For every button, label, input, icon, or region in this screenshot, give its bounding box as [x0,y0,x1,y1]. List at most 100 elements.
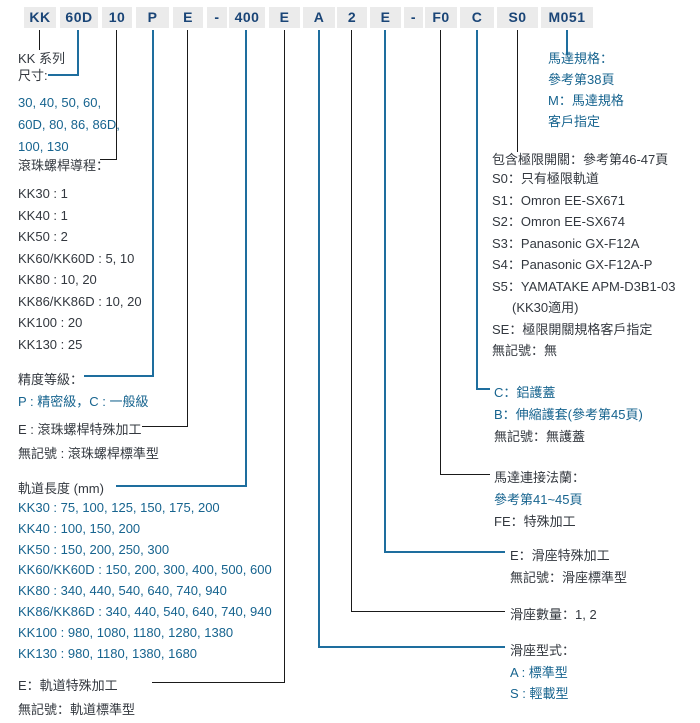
slide-type-option: S : 輕載型 [510,686,569,701]
limit-switch-item: S2：Omron EE-SX674 [492,214,625,229]
rail-length-item: KK30 : 75, 100, 125, 150, 175, 200 [18,500,220,515]
rail-length-item: KK130 : 980, 1180, 1380, 1680 [18,645,198,661]
leader-line-rail-length [245,30,247,487]
limit-switch-item: S0：只有極限軌道 [492,171,599,186]
rail-length-item: KK60/KK60D : 150, 200, 300, 400, 500, 60… [18,562,272,578]
code-segment-rail-length: 400 [229,7,265,28]
section-size: 尺寸: [18,67,48,84]
leader-line-series [39,30,40,50]
code-segment-slide-type: A [303,7,335,28]
leader-line-size [77,30,79,76]
code-segment-screw-e: E [173,7,203,28]
elbow-cover [476,388,490,390]
rail-special-line1: E：軌道特殊加工 [18,678,118,693]
leader-line-slide-type [318,30,320,648]
rail-length-item: KK86/KK86D : 340, 440, 540, 640, 740, 94… [18,603,272,619]
limit-switch-title: 包含極限開關：參考第46-47頁 [492,152,669,167]
code-segment-dash1: - [207,7,227,28]
limit-switch-item: S4：Panasonic GX-F12A-P [492,257,653,272]
screw-lead-label: 滾珠螺桿導程： [18,158,110,173]
elbow-screw-e [142,426,188,427]
leader-line-accuracy [152,30,154,377]
rail-length-list: KK30 : 75, 100, 125, 150, 175, 200 KK40 … [18,498,272,664]
code-segment-slide-count: 2 [337,7,367,28]
screw-lead-item: KK130 : 25 [18,336,83,352]
limit-switch-list: S0：只有極限軌道 S1：Omron EE-SX671 S2：Omron EE-… [492,168,676,362]
size-label: 尺寸: [18,68,48,83]
cover-option-b: B：伸縮護套(參考第45頁) [494,407,643,422]
cover-option-c: C：鋁護蓋 [494,385,556,400]
motor-spec-block: 馬達規格： 參考第38頁 M：馬達規格 客戶指定 [548,48,624,132]
code-segment-switch: S0 [497,7,538,28]
size-value-row: 100, 130 [18,139,69,154]
screw-lead-item: KK86/KK86D : 10, 20 [18,293,142,309]
screw-special-line2: 無記號 : 滾珠螺桿標準型 [18,446,159,461]
motor-spec-line: M：馬達規格 [548,93,624,108]
rail-length-item: KK50 : 150, 200, 250, 300 [18,541,170,557]
code-segment-slide-e: E [370,7,401,28]
elbow-size [48,74,79,76]
rail-length-label: 軌道長度 (mm) [18,481,104,496]
screw-lead-item: KK100 : 20 [18,315,83,330]
motor-spec-line: 馬達規格： [548,51,614,66]
motor-flange-title: 馬達連接法蘭： [494,470,586,485]
rail-length-item: KK40 : 100, 150, 200 [18,520,141,536]
accuracy-label: 精度等級： [18,372,84,387]
leader-line-rail-e [284,30,285,683]
leader-line-slide-count [351,30,352,612]
size-value-row: 60D, 80, 86, 86D, [18,117,120,132]
code-segment-flange: F0 [425,7,457,28]
limit-switch-item: S3：Panasonic GX-F12A [492,235,640,251]
code-segment-cover: C [460,7,494,28]
motor-spec-line: 參考第38頁 [548,72,615,87]
screw-lead-item: KK60/KK60D : 5, 10 [18,250,135,266]
code-segment-series: KK [24,7,56,28]
elbow-accuracy [84,375,154,377]
leader-line-switch [517,30,518,152]
leader-line-flange [440,30,441,475]
leader-line-motor [566,30,568,55]
slide-type-option: A : 標準型 [510,665,568,680]
motor-spec-line: 客戶指定 [548,114,601,129]
limit-switch-item: SE：極限開關規格客戶指定 [492,321,653,337]
elbow-slide-count [351,611,505,612]
screw-lead-item: KK50 : 2 [18,229,68,244]
code-segment-accuracy: P [136,7,169,28]
slide-special-line2: 無記號：滑座標準型 [510,570,628,585]
rail-special-line2: 無記號：軌道標準型 [18,702,136,717]
elbow-rail-e [152,682,285,683]
screw-lead-list: KK30 : 1 KK40 : 1 KK50 : 2 KK60/KK60D : … [18,183,142,355]
screw-lead-item: KK80 : 10, 20 [18,272,97,287]
limit-switch-item: S5：YAMATAKE APM-D3B1-03 [492,278,676,294]
elbow-flange [440,474,490,475]
leader-line-lead [116,30,117,160]
elbow-slide-e [384,551,505,553]
series-label: KK 系列 [18,51,65,66]
leader-line-cover [476,30,478,390]
code-segment-rail-e: E [269,7,300,28]
limit-switch-item: 無記號：無 [492,343,558,358]
limit-switch-item: S1：Omron EE-SX671 [492,192,625,208]
accuracy-value: P : 精密級，C : 一般級 [18,394,149,409]
elbow-slide-type [318,646,505,648]
code-segment-motor: M051 [541,7,593,28]
slide-count-label: 滑座數量：1, 2 [510,607,597,622]
limit-switch-item-note: (KK30適用) [512,300,579,315]
leader-line-slide-e [384,30,386,553]
screw-lead-item: KK30 : 1 [18,186,68,201]
screw-lead-item: KK40 : 1 [18,207,68,223]
rail-length-item: KK100 : 980, 1080, 1180, 1280, 1380 [18,624,234,640]
slide-special-line1: E：滑座特殊加工 [510,548,610,563]
size-value-row: 30, 40, 50, 60, [18,95,102,110]
screw-special-line1: E : 滾珠螺桿特殊加工 [18,422,142,437]
motor-flange-ref: 參考第41~45頁 [494,492,583,507]
cover-option-none: 無記號：無護蓋 [494,429,586,444]
slide-type-label: 滑座型式： [510,643,576,658]
code-segment-size: 60D [60,7,98,28]
elbow-rail-length [116,485,247,487]
motor-flange-extra: FE：特殊加工 [494,514,576,529]
size-values: 30, 40, 50, 60, 60D, 80, 86, 86D, 100, 1… [18,92,120,158]
code-segment-lead: 10 [102,7,132,28]
leader-line-screw-e [187,30,188,427]
